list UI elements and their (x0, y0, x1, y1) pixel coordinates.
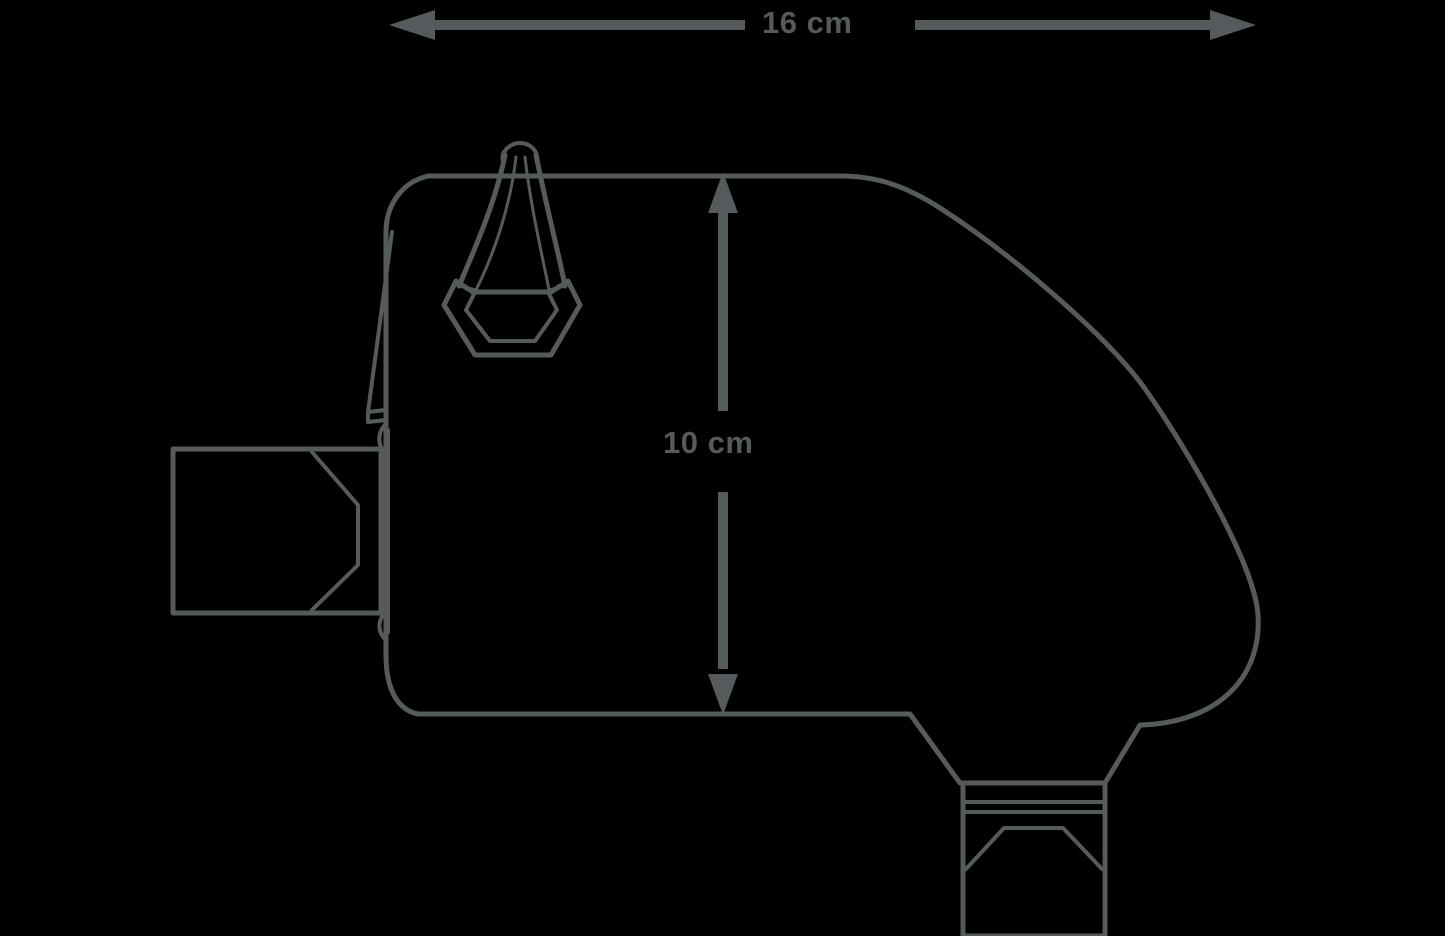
height-arrow-head-bottom (708, 674, 738, 715)
bottom-mounting-strap (960, 782, 1108, 936)
width-arrow-head-right (1210, 10, 1256, 40)
left-strap-outer (170, 446, 384, 616)
height-arrow-head-top (708, 172, 738, 213)
bottom-strap-outer (960, 782, 1108, 936)
zipper-pull-tab (441, 278, 583, 358)
zipper-cord-left-inner (474, 155, 518, 292)
width-arrow-shaft-left (434, 20, 745, 30)
bag-body-outline (383, 173, 1261, 786)
height-dimension-arrow (708, 172, 738, 715)
width-arrow-head-left (389, 10, 435, 40)
width-dimension-label: 16 cm (762, 5, 853, 40)
width-dimension-arrow (389, 10, 1256, 40)
zipper-tab-inner (464, 292, 559, 343)
zipper-pull-cord (456, 141, 568, 292)
height-dimension-label: 10 cm (663, 425, 754, 460)
left-strap-buckle (310, 450, 360, 612)
height-arrow-shaft-bottom (718, 492, 728, 669)
left-strap-loop-lower (377, 613, 387, 641)
zipper-tab-outer (441, 278, 583, 358)
height-arrow-shaft-top (718, 212, 728, 411)
width-arrow-shaft-right (915, 20, 1211, 30)
bottom-strap-buckle (964, 826, 1104, 871)
zipper-cord-left-outer (456, 152, 508, 289)
zipper-cord-right-inner (523, 155, 551, 292)
side-flap-detail-base (366, 410, 388, 424)
zipper-cord-right-outer (533, 152, 568, 289)
zipper-cord-knot (500, 141, 540, 164)
left-mounting-strap (170, 446, 384, 616)
